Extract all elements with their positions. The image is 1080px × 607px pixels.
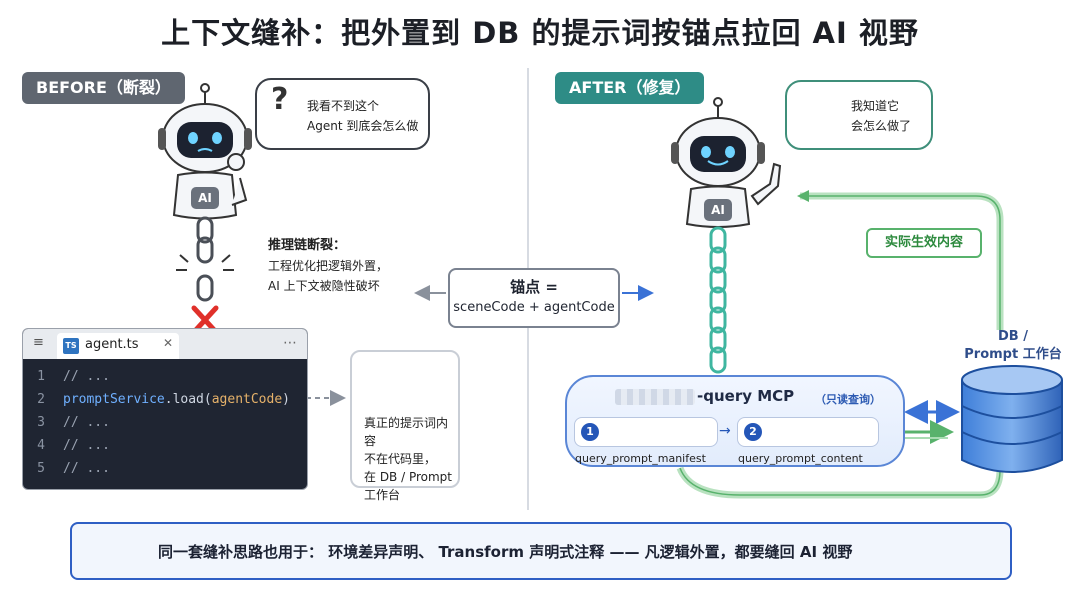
redacted-name bbox=[615, 389, 695, 405]
db-note-line4: 工作台 bbox=[364, 488, 401, 502]
mcp-step-manifest: 1 query_prompt_manifest bbox=[574, 417, 718, 465]
mcp-readonly-label: （只读查询） bbox=[815, 393, 881, 406]
editor-tab[interactable]: TS agent.ts ✕ bbox=[57, 333, 179, 359]
editor-tabbar: ≡ TS agent.ts ✕ ⋯ bbox=[23, 329, 307, 359]
code-call: .load( bbox=[164, 392, 212, 407]
line-number: 2 bbox=[37, 392, 45, 407]
mcp-name: -query MCP bbox=[697, 387, 795, 405]
after-bubble-line1: 我知道它 bbox=[851, 99, 900, 113]
question-mark-icon: ? bbox=[271, 82, 289, 117]
before-tag: BEFORE（断裂） bbox=[22, 72, 185, 104]
close-icon[interactable]: ✕ bbox=[163, 336, 174, 350]
editor-filename: agent.ts bbox=[85, 337, 139, 352]
chain-break-note: 推理链断裂： 工程优化把逻辑外置， AI 上下文被隐性破坏 bbox=[268, 236, 388, 296]
chain-note-head: 推理链断裂： bbox=[268, 238, 347, 253]
effective-content-label: 实际生效内容 bbox=[866, 228, 982, 258]
code-comment: // ... bbox=[63, 369, 110, 384]
mcp-pipe: -query MCP （只读查询） 1 query_prompt_manifest… bbox=[565, 375, 905, 467]
db-label-line2: Prompt 工作台 bbox=[964, 347, 1062, 362]
after-speech-bubble: 我知道它 会怎么做了 bbox=[785, 80, 933, 150]
footer-banner: 同一套缝补思路也用于： 环境差异声明、 Transform 声明式注释 —— 凡… bbox=[70, 522, 1012, 580]
after-tag: AFTER（修复） bbox=[555, 72, 705, 104]
menu-icon[interactable]: ≡ bbox=[33, 335, 44, 350]
code-comment: // ... bbox=[63, 438, 110, 453]
more-icon[interactable]: ⋯ bbox=[283, 335, 297, 351]
code-line: 2 promptService.load(agentCode) bbox=[23, 388, 307, 411]
line-number: 5 bbox=[37, 461, 45, 476]
robot-happy-icon bbox=[671, 97, 782, 228]
mcp-step-content: 2 query_prompt_content bbox=[737, 417, 879, 465]
step-label: query_prompt_content bbox=[738, 452, 863, 465]
code-line: 3 // ... bbox=[23, 411, 307, 434]
code-line: 4 // ... bbox=[23, 434, 307, 457]
line-number: 4 bbox=[37, 438, 45, 453]
database-cylinder-icon bbox=[961, 365, 1063, 473]
db-note-card: 真正的提示词内容 不在代码里， 在 DB / Prompt 工作台 bbox=[350, 350, 460, 502]
code-comment: // ... bbox=[63, 461, 110, 476]
code-argument: agentCode bbox=[211, 392, 283, 407]
before-robot-badge: AI bbox=[198, 191, 212, 205]
db-label-line1: DB / bbox=[998, 329, 1028, 344]
code-editor: ≡ TS agent.ts ✕ ⋯ 1 // ... 2 promptService… bbox=[22, 328, 308, 490]
step-label: query_prompt_manifest bbox=[575, 452, 706, 465]
broken-chain-icon bbox=[176, 216, 234, 302]
footer-text: 同一套缝补思路也用于： 环境差异声明、 Transform 声明式注释 —— 凡… bbox=[158, 543, 853, 561]
after-bubble-line2: 会怎么做了 bbox=[851, 119, 912, 133]
anchor-line1: 锚点 = bbox=[510, 278, 558, 296]
code-line: 1 // ... bbox=[23, 365, 307, 388]
chain-note-line2: AI 上下文被隐性破坏 bbox=[268, 279, 380, 293]
db-note-line3: 在 DB / Prompt bbox=[364, 470, 453, 484]
line-number: 3 bbox=[37, 415, 45, 430]
robot-confused-icon bbox=[158, 83, 252, 220]
connected-chain-icon bbox=[709, 226, 727, 374]
line-number: 1 bbox=[37, 369, 45, 384]
code-line: 5 // ... bbox=[23, 457, 307, 480]
step-number: 1 bbox=[581, 423, 599, 441]
typescript-icon: TS bbox=[63, 338, 79, 354]
after-robot-badge: AI bbox=[711, 203, 725, 217]
db-label: DB / Prompt 工作台 bbox=[958, 328, 1068, 364]
db-note-line1: 真正的提示词内容 bbox=[364, 416, 449, 448]
anchor-line2: sceneCode + agentCode bbox=[453, 300, 615, 315]
chain-note-line1: 工程优化把逻辑外置， bbox=[268, 259, 389, 273]
code-identifier: promptService bbox=[63, 392, 165, 407]
arrow-right-icon: → bbox=[719, 423, 731, 439]
code-statement: promptService.load(agentCode) bbox=[63, 388, 290, 411]
db-note-line2: 不在代码里， bbox=[364, 452, 437, 466]
step-number: 2 bbox=[744, 423, 762, 441]
before-bubble-line1: 我看不到这个 bbox=[307, 99, 380, 113]
before-bubble-line2: Agent 到底会怎么做 bbox=[307, 119, 419, 133]
code-paren: ) bbox=[282, 392, 290, 407]
page-title: 上下文缝补：把外置到 DB 的提示词按锚点拉回 AI 视野 bbox=[161, 16, 919, 50]
before-speech-bubble: ? 我看不到这个 Agent 到底会怎么做 bbox=[255, 78, 430, 150]
code-lines: 1 // ... 2 promptService.load(agentCode) 3… bbox=[23, 365, 307, 480]
anchor-box: 锚点 = sceneCode + agentCode bbox=[448, 268, 620, 328]
code-comment: // ... bbox=[63, 415, 110, 430]
